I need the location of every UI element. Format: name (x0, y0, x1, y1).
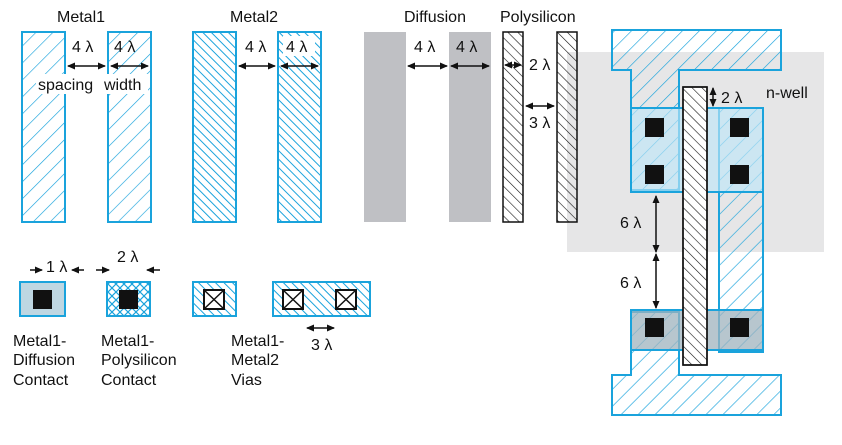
nwell-label: n-well (766, 85, 808, 102)
m1-spacing-word-bg (36, 74, 100, 94)
diff-width-dim: 4 λ (456, 39, 477, 56)
m1-m2-label-2: Metal2 (231, 352, 279, 369)
metal2-strip-left (192, 31, 237, 223)
poly-spacing-dim: 3 λ (529, 115, 550, 132)
via-single-cut (203, 289, 225, 310)
m1-poly-label-1: Metal1- (101, 333, 154, 350)
m1-poly-label-2: Polysilicon (101, 352, 177, 369)
gate-extension-dim: 2 λ (721, 90, 742, 107)
diffusion-strip-right (449, 32, 491, 222)
contact-m1-diff-dim: 1 λ (46, 259, 67, 276)
m1-width-word: width (103, 77, 141, 94)
metal1-strip-left (21, 31, 66, 223)
contact-p-bottom-left (645, 165, 664, 184)
diffusion-strip-left (364, 32, 406, 222)
poly-width-dim: 2 λ (529, 57, 550, 74)
m1-diff-label-3: Contact (13, 372, 69, 389)
m2-width-dim: 4 λ (286, 39, 307, 56)
title-metal1: Metal1 (57, 9, 105, 26)
m1-poly-contact-cut (119, 290, 138, 309)
contact-p-top-left (645, 118, 664, 137)
poly-strip-left (502, 31, 524, 223)
m2-spacing-dim: 4 λ (245, 39, 266, 56)
via-pair-cut-right (335, 289, 357, 310)
m1-diff-label-2: Diffusion (13, 352, 75, 369)
contact-p-top-right (730, 118, 749, 137)
contact-n-right (730, 318, 749, 337)
title-polysilicon: Polysilicon (500, 9, 576, 26)
title-diffusion: Diffusion (404, 9, 466, 26)
contact-p-bottom-right (730, 165, 749, 184)
m1-m2-label-1: Metal1- (231, 333, 284, 350)
m2-spacing-bg (242, 36, 274, 56)
metal2-strip-right (277, 31, 322, 223)
m1-diff-label-1: Metal1- (13, 333, 66, 350)
gap-lower-dim: 6 λ (620, 275, 641, 292)
contact-m1-poly-dim: 2 λ (117, 249, 138, 266)
m1-m2-label-3: Vias (231, 372, 262, 389)
contact-n-left (645, 318, 664, 337)
title-metal2: Metal2 (230, 9, 278, 26)
m2-width-bg (283, 36, 315, 56)
via-spacing-dim: 3 λ (311, 337, 332, 354)
metal1-strip-right (107, 31, 152, 223)
m1-width-dim: 4 λ (114, 39, 135, 56)
poly-gate (682, 86, 708, 366)
gap-upper-dim: 6 λ (620, 215, 641, 232)
via-pair-cut-left (282, 289, 304, 310)
diff-spacing-dim: 4 λ (414, 39, 435, 56)
m1-spacing-dim: 4 λ (72, 39, 93, 56)
m1-spacing-word: spacing (38, 77, 93, 94)
m1-diff-contact-cut (33, 290, 52, 309)
m1-width-word-bg (102, 74, 148, 94)
poly-strip-right (556, 31, 578, 223)
m1-poly-label-3: Contact (101, 372, 157, 389)
